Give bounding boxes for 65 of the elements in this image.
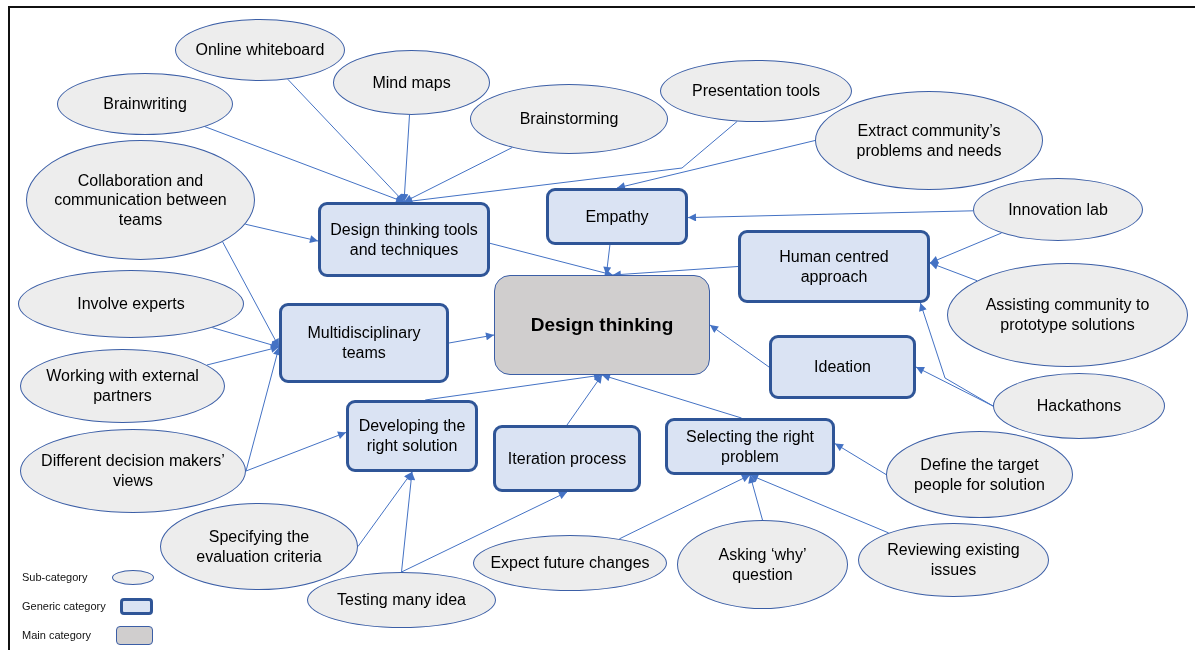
generic-category-box: [346, 400, 478, 472]
arrow: [915, 366, 994, 407]
arrow: [929, 232, 1002, 264]
arrow: [448, 332, 495, 344]
generic-category-box: [318, 202, 490, 277]
node-label: Assisting community to prototype solutions: [984, 295, 1151, 335]
node-label: Brainwriting: [103, 94, 187, 114]
arrow: [245, 431, 347, 472]
arrow: [749, 474, 890, 534]
generic-category-box: [738, 230, 930, 303]
arrow: [618, 474, 751, 540]
node-label: Multidisciplinary teams: [306, 323, 422, 363]
node-label: Collaboration and communication between teams: [53, 170, 228, 230]
arrow: [211, 327, 280, 349]
arrow: [566, 374, 603, 426]
arrow: [245, 346, 281, 472]
arrow: [603, 244, 612, 276]
legend-label: Generic category: [22, 600, 107, 612]
node-label: Involve experts: [77, 294, 185, 314]
node-label: Ideation: [814, 357, 871, 377]
legend-label: Main category: [22, 629, 93, 641]
arrow: [601, 373, 742, 419]
node-label: Design thinking: [530, 313, 674, 337]
generic-category-box: [769, 335, 916, 399]
arrow: [709, 324, 770, 368]
arrow: [401, 491, 568, 573]
arrow: [834, 443, 887, 475]
legend-label: Sub-category: [22, 571, 89, 583]
arrow: [244, 223, 319, 244]
main-category-box: [494, 275, 710, 375]
arrow: [401, 471, 416, 573]
node-label: Developing the right solution: [357, 416, 467, 456]
generic-category-box: [493, 425, 641, 492]
node-label: Empathy: [585, 206, 649, 227]
node-label: Hackathons: [1036, 396, 1122, 416]
node-label: Testing many idea: [337, 590, 466, 610]
node-label: Expect future changes: [490, 553, 650, 573]
arrow: [206, 345, 280, 366]
node-label: Brainstorming: [519, 109, 619, 129]
node-label: Iteration process: [507, 448, 627, 469]
arrow: [687, 210, 974, 222]
node-label: Specifying the evaluation criteria: [195, 527, 323, 566]
arrow: [489, 242, 614, 277]
node-label: Selecting the right problem: [684, 427, 816, 466]
node-label: Presentation tools: [691, 81, 821, 101]
node-label: Asking ‘why’ question: [717, 545, 808, 584]
node-label: Design thinking tools and techniques: [329, 220, 479, 259]
arrow: [357, 471, 413, 547]
arrow: [403, 147, 513, 203]
node-label: Reviewing existing issues: [886, 540, 1021, 580]
generic-category-box: [279, 303, 449, 383]
arrow: [222, 241, 280, 348]
node-label: Define the target people for solution: [913, 455, 1046, 494]
node-label: Online whiteboard: [195, 40, 325, 60]
node-label: Human centred approach: [778, 247, 890, 286]
generic-category-box: [546, 188, 688, 245]
node-label: Different decision makers’ views: [40, 451, 226, 491]
arrow: [748, 474, 763, 521]
node-label: Extract community’s problems and needs: [855, 121, 1003, 160]
arrow: [616, 140, 816, 190]
generic-category-box: [665, 418, 835, 475]
arrow: [400, 114, 410, 203]
node-label: Innovation lab: [1008, 199, 1108, 220]
node-label: Mind maps: [372, 72, 451, 93]
node-label: Working with external partners: [45, 366, 200, 406]
